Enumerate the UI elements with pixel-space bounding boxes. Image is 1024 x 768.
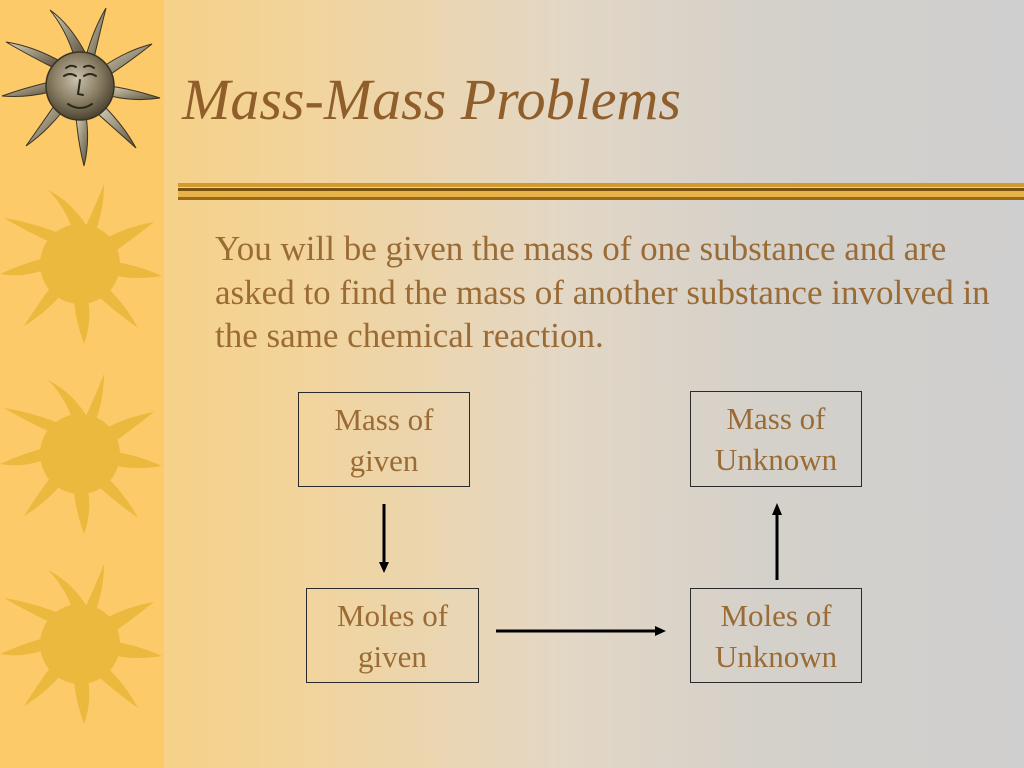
moles-of-unknown-box: Moles of Unknown bbox=[690, 588, 862, 683]
mass-of-unknown-line1: Mass of bbox=[726, 401, 826, 436]
mass-of-unknown-line2: Unknown bbox=[714, 442, 838, 477]
arrow-down-head bbox=[379, 562, 389, 573]
sun-icon bbox=[0, 374, 162, 534]
moles-of-given-box: Moles of given bbox=[306, 588, 479, 683]
slide-body-text: You will be given the mass of one substa… bbox=[215, 229, 990, 355]
arrow-up-head bbox=[772, 503, 782, 515]
mass-of-given-line2: given bbox=[349, 442, 419, 478]
mass-of-given-box: Mass of given bbox=[298, 392, 470, 487]
sun-icon bbox=[0, 564, 162, 724]
title-divider bbox=[178, 183, 1024, 200]
moles-of-given-line1: Moles of bbox=[336, 597, 449, 633]
moles-of-given-line2: given bbox=[358, 638, 427, 674]
moles-of-unknown-line2: Unknown bbox=[714, 638, 838, 674]
mass-of-unknown-box: Mass of Unknown bbox=[690, 391, 862, 487]
sun-icon bbox=[0, 184, 162, 344]
decorative-sidebar bbox=[0, 0, 164, 768]
slide-title: Mass-Mass Problems bbox=[182, 67, 681, 132]
arrow-right-head bbox=[655, 626, 666, 636]
moles-of-unknown-line1: Moles of bbox=[720, 597, 832, 633]
mass-of-given-line1: Mass of bbox=[334, 401, 434, 437]
sun-face-icon bbox=[1, 7, 161, 167]
